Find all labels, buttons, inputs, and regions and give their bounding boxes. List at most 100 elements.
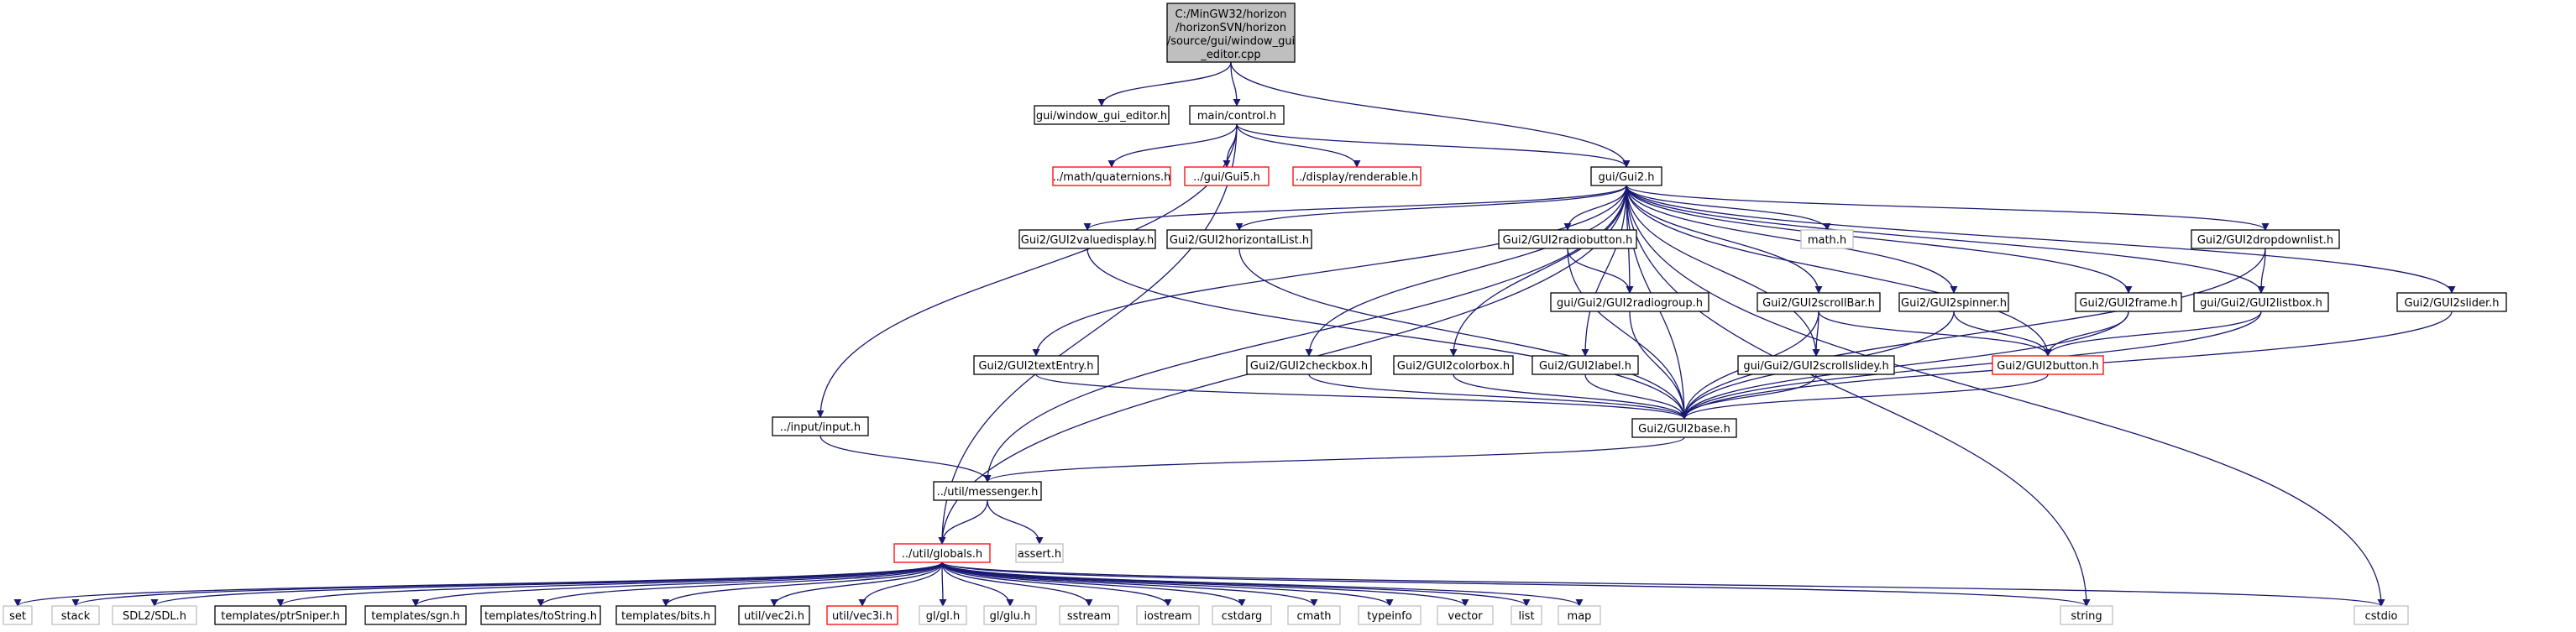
node-listbox[interactable]: gui/Gui2/GUI2listbox.h (2193, 292, 2329, 312)
node-box-hlist (1166, 229, 1312, 249)
node-wge[interactable]: gui/window_gui_editor.h (1034, 105, 1170, 125)
node-box-radiobtn (1498, 229, 1637, 249)
edge-control-to-gui2 (1236, 123, 1631, 168)
node-label-globals: ../util/globals.h (902, 548, 982, 561)
node-box-globals (893, 543, 991, 563)
edge-root-to-gui2 (1230, 61, 1631, 168)
edge-globals-to-stack (71, 561, 943, 607)
node-label-colorbox: Gui2/GUI2colorbox.h (1397, 360, 1510, 373)
node-root: C:/MinGW32/horizon/horizonSVN/horizon/so… (1166, 3, 1296, 63)
node-box-scrollbar (1757, 292, 1881, 312)
node-map: map (1558, 605, 1601, 625)
node-box-set (3, 605, 33, 625)
node-guii[interactable]: ../gui/Gui5.h (1184, 166, 1270, 186)
node-vec3[interactable]: util/vec3i.h (826, 605, 898, 625)
node-button[interactable]: Gui2/GUI2button.h (1992, 355, 2104, 375)
node-colorbox[interactable]: Gui2/GUI2colorbox.h (1393, 355, 1514, 375)
node-valdisp[interactable]: Gui2/GUI2valuedisplay.h (1018, 229, 1156, 249)
node-box-spinner (1898, 292, 2009, 312)
node-vec2i[interactable]: util/vec2i.h (738, 605, 810, 625)
node-label-scrollbar: Gui2/GUI2scrollBar.h (1762, 297, 1875, 310)
edge-spinner-to-button (1953, 311, 2052, 357)
edge-globals-to-iostream (941, 561, 1172, 607)
node-label-typeinfo: typeinfo (1367, 610, 1411, 623)
node-sgn[interactable]: templates/sgn.h (364, 605, 467, 625)
edge-globals-to-glglu (941, 561, 1014, 607)
edge-globals-to-vec3 (858, 561, 943, 607)
node-box-ddlist (2191, 229, 2340, 249)
node-label-set: set (9, 610, 26, 623)
node-spinner[interactable]: Gui2/GUI2spinner.h (1898, 292, 2009, 312)
node-vector: vector (1437, 605, 1494, 625)
edge-textentry-to-base (1035, 373, 1689, 420)
edge-hlist-to-base (1238, 248, 1689, 420)
node-frame[interactable]: Gui2/GUI2frame.h (2075, 292, 2182, 312)
edge-gui2-to-label (1581, 185, 1627, 357)
edge-globals-to-sgn (411, 561, 943, 607)
edge-root-to-wge (1097, 61, 1232, 107)
edge-globals-to-sstream (941, 561, 1093, 607)
edge-control-to-globals (938, 123, 1238, 545)
node-box-cstdarg (1212, 605, 1272, 625)
node-box-messenger (933, 481, 1042, 501)
node-box-button (1992, 355, 2104, 375)
node-label-vec3: util/vec3i.h (832, 610, 893, 623)
node-radiobtn[interactable]: Gui2/GUI2radiobutton.h (1498, 229, 1637, 249)
node-label-spinner: Gui2/GUI2spinner.h (1901, 297, 2007, 310)
node-base[interactable]: Gui2/GUI2base.h (1631, 418, 1737, 438)
node-radiogrp[interactable]: gui/Gui2/GUI2radiogroup.h (1550, 292, 1709, 312)
edge-gui2-to-frame (1626, 185, 2133, 294)
node-box-guii (1184, 166, 1270, 186)
edge-gui2-to-hlist (1235, 185, 1627, 231)
node-ddlist[interactable]: Gui2/GUI2dropdownlist.h (2191, 229, 2340, 249)
node-label-string: string (2071, 610, 2102, 623)
edge-control-to-quat (1107, 123, 1238, 168)
node-label-glglu: gl/glu.h (990, 610, 1031, 623)
node-quat[interactable]: ../math/quaternions.h (1052, 166, 1171, 186)
node-box-typeinfo (1358, 605, 1422, 625)
edge-listbox-to-base (1680, 311, 2262, 420)
node-tostring[interactable]: templates/toString.h (480, 605, 601, 625)
edge-ddlist-to-listbox (2257, 248, 2266, 294)
node-box-glglu (983, 605, 1037, 625)
node-input[interactable]: ../input/input.h (772, 416, 869, 436)
edge-gui2-to-math (1626, 185, 1831, 231)
node-scrollbar[interactable]: Gui2/GUI2scrollBar.h (1757, 292, 1881, 312)
node-ptrsniper[interactable]: templates/ptrSniper.h (214, 605, 347, 625)
node-label[interactable]: Gui2/GUI2label.h (1531, 355, 1639, 375)
node-glglu: gl/glu.h (983, 605, 1037, 625)
edge-valdisp-to-base (1086, 248, 1689, 420)
node-label-cmath: cmath (1296, 610, 1331, 623)
node-scrollslide[interactable]: gui/Gui2/GUI2scrollslidey.h (1737, 355, 1895, 375)
node-label-radiogrp: gui/Gui2/GUI2radiogroup.h (1557, 297, 1703, 310)
node-label-slider: Gui2/GUI2slider.h (2404, 297, 2499, 310)
node-bits[interactable]: templates/bits.h (615, 605, 716, 625)
edge-colorbox-to-base (1453, 373, 1689, 420)
node-stack: stack (51, 605, 100, 625)
edge-frame-to-button (2044, 311, 2129, 357)
node-label-vector: vector (1448, 610, 1483, 623)
node-hlist[interactable]: Gui2/GUI2horizontalList.h (1166, 229, 1312, 249)
root-label-line-1: C:/MinGW32/horizon (1175, 8, 1287, 21)
edge-input-to-messenger (819, 435, 992, 483)
node-textentry[interactable]: Gui2/GUI2textEntry.h (973, 355, 1099, 375)
edge-globals-to-string (941, 561, 2091, 607)
node-slider[interactable]: Gui2/GUI2slider.h (2396, 292, 2507, 312)
node-label-wge: gui/window_gui_editor.h (1036, 110, 1167, 123)
edge-gui2-to-checkbox (1305, 185, 1627, 357)
node-label-guii: ../gui/Gui5.h (1193, 171, 1260, 184)
node-checkbox[interactable]: Gui2/GUI2checkbox.h (1246, 355, 1372, 375)
node-globals[interactable]: ../util/globals.h (893, 543, 991, 563)
edge-listbox-to-button (2044, 311, 2262, 357)
node-rend[interactable]: ../display/renderable.h (1292, 166, 1422, 186)
node-label-valdisp: Gui2/GUI2valuedisplay.h (1021, 234, 1154, 247)
node-cmath: cmath (1287, 605, 1341, 625)
edge-gui2-to-valdisp (1083, 185, 1627, 231)
node-label-vec2i: util/vec2i.h (744, 610, 804, 623)
node-label-ptrsniper: templates/ptrSniper.h (221, 610, 339, 623)
node-gui2[interactable]: gui/Gui2.h (1590, 166, 1662, 186)
node-cstdarg: cstdarg (1212, 605, 1272, 625)
node-messenger[interactable]: ../util/messenger.h (933, 481, 1042, 501)
node-control[interactable]: main/control.h (1189, 105, 1285, 125)
